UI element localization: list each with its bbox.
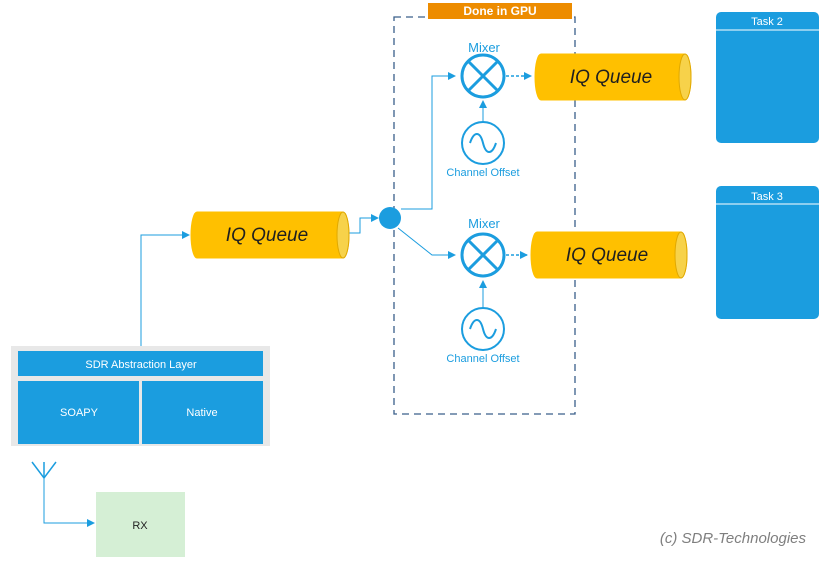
split-node bbox=[379, 207, 401, 229]
task-3-box: Task 3 bbox=[716, 186, 819, 319]
gpu-header-label: Done in GPU bbox=[463, 4, 536, 18]
sdr-title: SDR Abstraction Layer bbox=[85, 359, 197, 371]
channel-offset-1-label: Channel Offset bbox=[446, 167, 519, 179]
rx-label: RX bbox=[132, 520, 148, 532]
mixer-2-icon bbox=[460, 232, 506, 278]
connector-split-to-mixer-1 bbox=[401, 72, 456, 210]
input-iq-queue: IQ Queue bbox=[190, 211, 350, 259]
connector-antenna-to-rx bbox=[43, 478, 95, 527]
task-2-box: Task 2 bbox=[716, 12, 819, 143]
oscillator-1-icon bbox=[461, 121, 505, 165]
task-2-label: Task 2 bbox=[751, 16, 783, 28]
input-iq-queue-label: IQ Queue bbox=[226, 225, 308, 246]
copyright-text: (c) SDR-Technologies bbox=[660, 530, 807, 547]
mixer-2-label: Mixer bbox=[468, 216, 500, 231]
connector-sdr-to-queue bbox=[140, 231, 190, 349]
output-iq-queue-1-label: IQ Queue bbox=[570, 67, 652, 88]
output-iq-queue-2: IQ Queue bbox=[530, 231, 688, 279]
mixer-1-icon bbox=[460, 53, 506, 99]
sdr-native-label: Native bbox=[186, 407, 217, 419]
channel-offset-2-label: Channel Offset bbox=[446, 353, 519, 365]
sdr-soapy-label: SOAPY bbox=[60, 407, 99, 419]
rx-box bbox=[96, 492, 185, 557]
oscillator-2-icon bbox=[461, 307, 505, 351]
gpu-header bbox=[428, 3, 572, 19]
connector-split-to-mixer-2 bbox=[397, 227, 456, 259]
antenna-icon bbox=[31, 461, 57, 480]
mixer-1-label: Mixer bbox=[468, 40, 500, 55]
connector-queue-to-split bbox=[347, 214, 379, 234]
output-iq-queue-2-label: IQ Queue bbox=[566, 245, 648, 266]
output-iq-queue-1: IQ Queue bbox=[534, 53, 692, 101]
sdr-abstraction-layer: SDR Abstraction Layer SOAPY Native bbox=[11, 346, 270, 446]
task-3-label: Task 3 bbox=[751, 191, 783, 203]
